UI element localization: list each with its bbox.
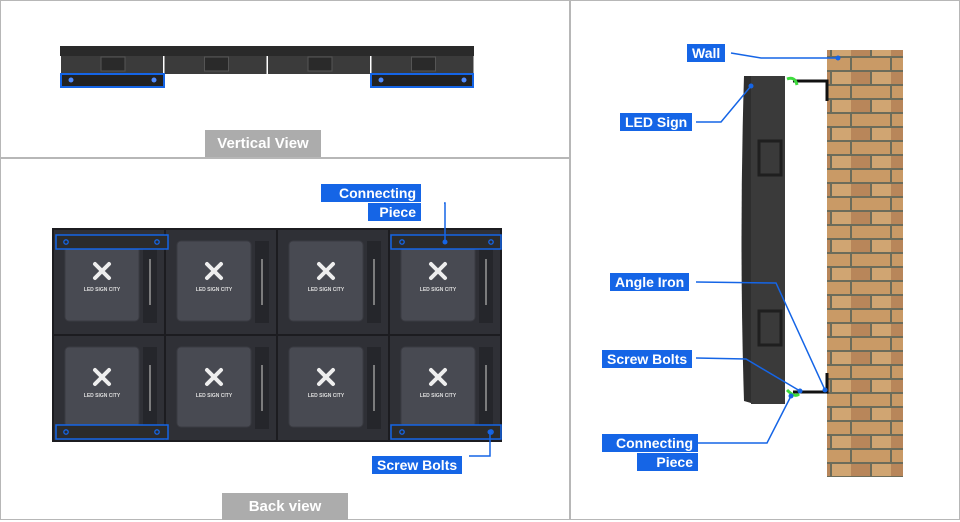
led-cabinet: LED SIGN CITY [276,228,390,336]
bolt [63,429,69,435]
led-sign-city-logo-icon [429,368,447,386]
leader-dot [788,393,794,399]
bolt [378,77,384,83]
cabinet-brand-text: LED SIGN CITY [420,393,457,399]
bolt [68,77,74,83]
cabinet-grid: LED SIGN CITY LED SIGN CITY LED SIGN CITY L… [52,228,502,442]
bolt [399,239,405,245]
leader-connecting-piece [444,202,446,242]
back-view-illustration: LED SIGN CITY LED SIGN CITY LED SIGN CITY L… [52,202,502,457]
leader-dot [822,387,828,393]
connecting-piece-bottom-right [390,424,502,440]
angle-iron-label: Angle Iron [610,273,690,291]
wall-label: Wall [687,44,726,62]
leader-connecting-piece [696,395,792,444]
leader-led-sign [696,85,752,123]
leader-angle-iron [695,281,826,391]
cabinet-brand-text: LED SIGN CITY [196,393,233,399]
vertical-view-caption: Vertical View [205,130,321,157]
bolt [63,239,69,245]
connecting-piece-bottom [785,388,801,397]
leader-dot [797,388,803,394]
cabinet-brand-text: LED SIGN CITY [84,287,121,293]
brick-wall [827,50,903,477]
cabinet-profile [164,56,267,74]
side-view-panel: Wall LED Sign Angle Iron Screw Bolts Con… [569,0,960,520]
led-sign-city-logo-icon [93,262,111,280]
connecting-piece-bottom-left [55,424,169,440]
cabinet-brand-text: LED SIGN CITY [308,287,345,293]
screw-bolts-label: Screw Bolts [372,456,463,474]
bolt [399,429,405,435]
leader-screw-bolts [469,432,491,457]
connecting-piece-label-line2: Piece [368,203,421,221]
back-view-panel: LED SIGN CITY LED SIGN CITY LED SIGN CITY L… [0,157,570,520]
led-sign-city-logo-icon [205,368,223,386]
cabinet-brand-text: LED SIGN CITY [196,287,233,293]
angle-iron-top [793,79,829,101]
led-sign-label: LED Sign [620,113,693,131]
connecting-piece-top-left [55,234,169,250]
connecting-piece-top [786,76,799,86]
bolt [461,77,467,83]
bolt [154,429,160,435]
led-sign-city-logo-icon [429,262,447,280]
leader-dot [442,239,448,245]
angle-iron-bottom [793,373,829,394]
bolt [151,77,157,83]
cabinet-profile [61,56,163,74]
connecting-piece-left [60,73,165,88]
connecting-piece-label-line1: Connecting [321,184,421,202]
leader-dot [748,83,754,89]
cabinet-brand-text: LED SIGN CITY [420,287,457,293]
connecting-piece-right [370,73,474,88]
cabinet-brand-text: LED SIGN CITY [84,393,121,399]
led-sign-cabinet [751,76,785,404]
side-view-illustration [695,50,903,477]
connecting-piece-label-line1: Connecting [602,434,698,452]
leader-dot [835,55,841,61]
led-cabinet: LED SIGN CITY [276,334,390,442]
led-cabinet: LED SIGN CITY [164,334,278,442]
connecting-piece-label-line2: Piece [637,453,698,471]
led-sign-city-logo-icon [317,262,335,280]
handle [757,139,783,177]
led-sign-city-logo-icon [317,368,335,386]
bolt [154,239,160,245]
cabinet-profile-row [61,56,474,74]
led-sign-city-logo-icon [93,368,111,386]
led-strip-top [60,46,474,56]
back-view-caption: Back view [222,493,348,520]
led-sign-city-logo-icon [205,262,223,280]
cabinet-brand-text: LED SIGN CITY [308,393,345,399]
led-cabinet: LED SIGN CITY [388,334,502,442]
leader-wall [730,52,838,59]
bolt [488,239,494,245]
vertical-view-illustration [60,46,474,88]
leader-screw-bolts [695,357,801,392]
leader-dot [487,429,493,435]
led-sign-face [741,76,751,403]
vertical-view-panel: Vertical View [0,0,570,157]
cabinet-profile [268,56,370,74]
led-cabinet: LED SIGN CITY [52,228,166,336]
handle [757,309,783,347]
screw-bolts-label: Screw Bolts [602,350,693,368]
led-cabinet: LED SIGN CITY [52,334,166,442]
led-cabinet: LED SIGN CITY [164,228,278,336]
cabinet-profile [371,56,474,74]
